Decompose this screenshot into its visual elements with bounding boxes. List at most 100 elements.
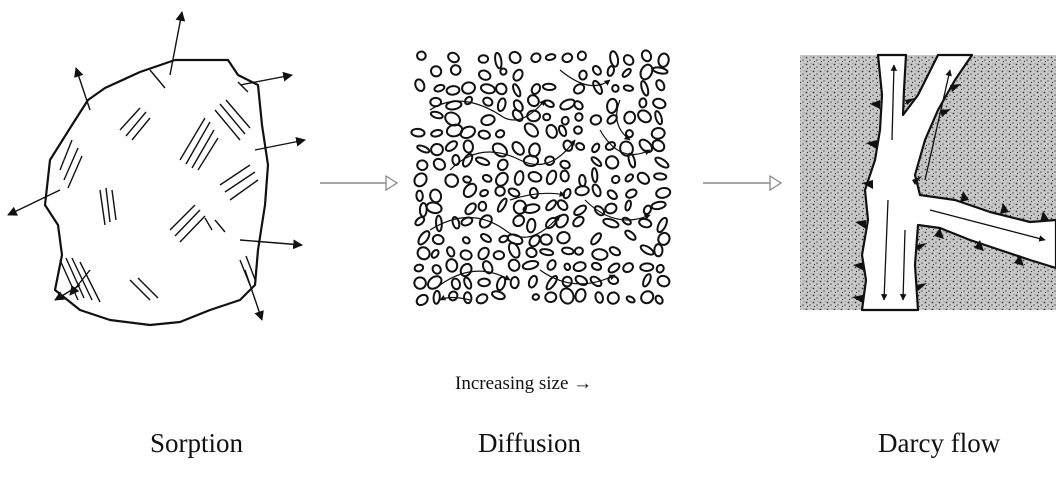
pore-grain: [545, 274, 558, 291]
pore-grain: [653, 172, 668, 181]
pore-grain: [448, 290, 459, 302]
pore-grain: [430, 142, 444, 157]
pore-grain: [416, 246, 431, 261]
pore-grain: [559, 169, 570, 183]
pore-grain: [576, 50, 588, 62]
pore-grain: [445, 258, 459, 273]
pore-grain: [578, 69, 588, 81]
pore-grain: [528, 187, 539, 200]
pore-grain: [429, 65, 443, 78]
rock-hatching: [59, 69, 259, 303]
pore-grain: [431, 264, 442, 275]
pore-grain: [416, 159, 429, 172]
pore-grain: [430, 249, 440, 259]
pore-grain: [651, 66, 669, 75]
pore-grain: [494, 51, 503, 70]
pore-grain: [560, 115, 570, 126]
pore-grain: [414, 216, 426, 227]
pore-grain: [639, 244, 655, 256]
pore-grain: [492, 250, 506, 261]
pore-grain: [621, 67, 632, 78]
increasing-size-label: Increasing size →: [455, 373, 593, 394]
pore-grain: [656, 274, 671, 288]
pore-grain: [477, 54, 490, 64]
pore-grain: [496, 197, 508, 213]
pore-grain: [462, 139, 474, 154]
pore-grain: [446, 246, 456, 258]
pore-grain: [655, 79, 666, 92]
pore-grain: [657, 52, 670, 68]
pore-grain: [480, 233, 492, 243]
pore-grain: [433, 83, 446, 93]
pore-grain: [623, 110, 637, 125]
pore-grain: [511, 108, 524, 122]
pore-grain: [525, 246, 538, 259]
pore-grain: [604, 155, 620, 170]
pore-grain: [522, 154, 540, 168]
pore-grain: [449, 64, 462, 76]
rock-outline: [43, 58, 270, 327]
pore-grain: [410, 127, 426, 138]
pore-grain: [496, 97, 507, 113]
pore-grain: [539, 233, 553, 246]
pore-grain: [531, 293, 540, 301]
pore-grain: [431, 234, 445, 246]
pore-grain: [478, 69, 492, 81]
pore-grain: [462, 291, 473, 305]
pore-grain: [624, 229, 637, 241]
pore-grain: [418, 202, 428, 218]
fracture-channel: [860, 53, 1056, 312]
pore-grain: [539, 248, 555, 257]
pore-grain: [654, 110, 663, 126]
pore-grain: [513, 170, 525, 186]
pore-grain: [508, 50, 522, 65]
pore-grain: [451, 216, 461, 230]
diffusion-pores-icon: [410, 49, 672, 307]
pore-grain: [461, 236, 471, 245]
pore-grain: [544, 291, 558, 304]
pore-grain: [477, 200, 488, 212]
pore-grain: [444, 173, 460, 188]
pore-grain: [607, 262, 621, 274]
pore-grain: [561, 246, 575, 256]
pore-grain: [591, 65, 602, 76]
pore-grain: [563, 262, 572, 272]
pore-grain: [606, 65, 615, 77]
pore-grain: [624, 129, 634, 139]
pore-grain: [512, 83, 522, 98]
pore-grain: [544, 155, 556, 166]
pore-grain: [444, 111, 461, 127]
pore-grain: [591, 167, 599, 184]
pore-grain: [654, 294, 664, 305]
pore-grain: [477, 277, 491, 288]
pore-grain: [604, 202, 618, 215]
pore-grain: [578, 173, 587, 188]
pore-grain: [655, 186, 672, 199]
pore-grain: [556, 231, 571, 245]
pore-grain: [640, 49, 653, 63]
pore-grain: [450, 277, 462, 291]
pore-grain: [447, 51, 460, 64]
pore-grain: [545, 169, 558, 186]
pore-grain: [606, 97, 619, 114]
pore-grain: [574, 274, 589, 287]
pore-grain: [521, 259, 540, 271]
pore-grain: [593, 205, 606, 217]
pore-grain: [482, 96, 494, 107]
pore-grain: [592, 79, 604, 95]
pore-grain: [479, 188, 490, 198]
pore-grain: [530, 52, 542, 64]
pore-grain: [430, 129, 444, 138]
pore-grain: [640, 80, 650, 97]
pore-grain: [625, 188, 638, 199]
pore-grain: [478, 214, 493, 229]
pore-grain: [495, 275, 507, 292]
pore-grain: [572, 261, 587, 273]
pore-grain: [556, 199, 569, 211]
pore-grain: [414, 78, 426, 92]
pore-grain: [639, 262, 655, 273]
pore-grain: [413, 263, 425, 273]
pore-grain: [622, 54, 635, 66]
pore-grain: [652, 97, 667, 110]
